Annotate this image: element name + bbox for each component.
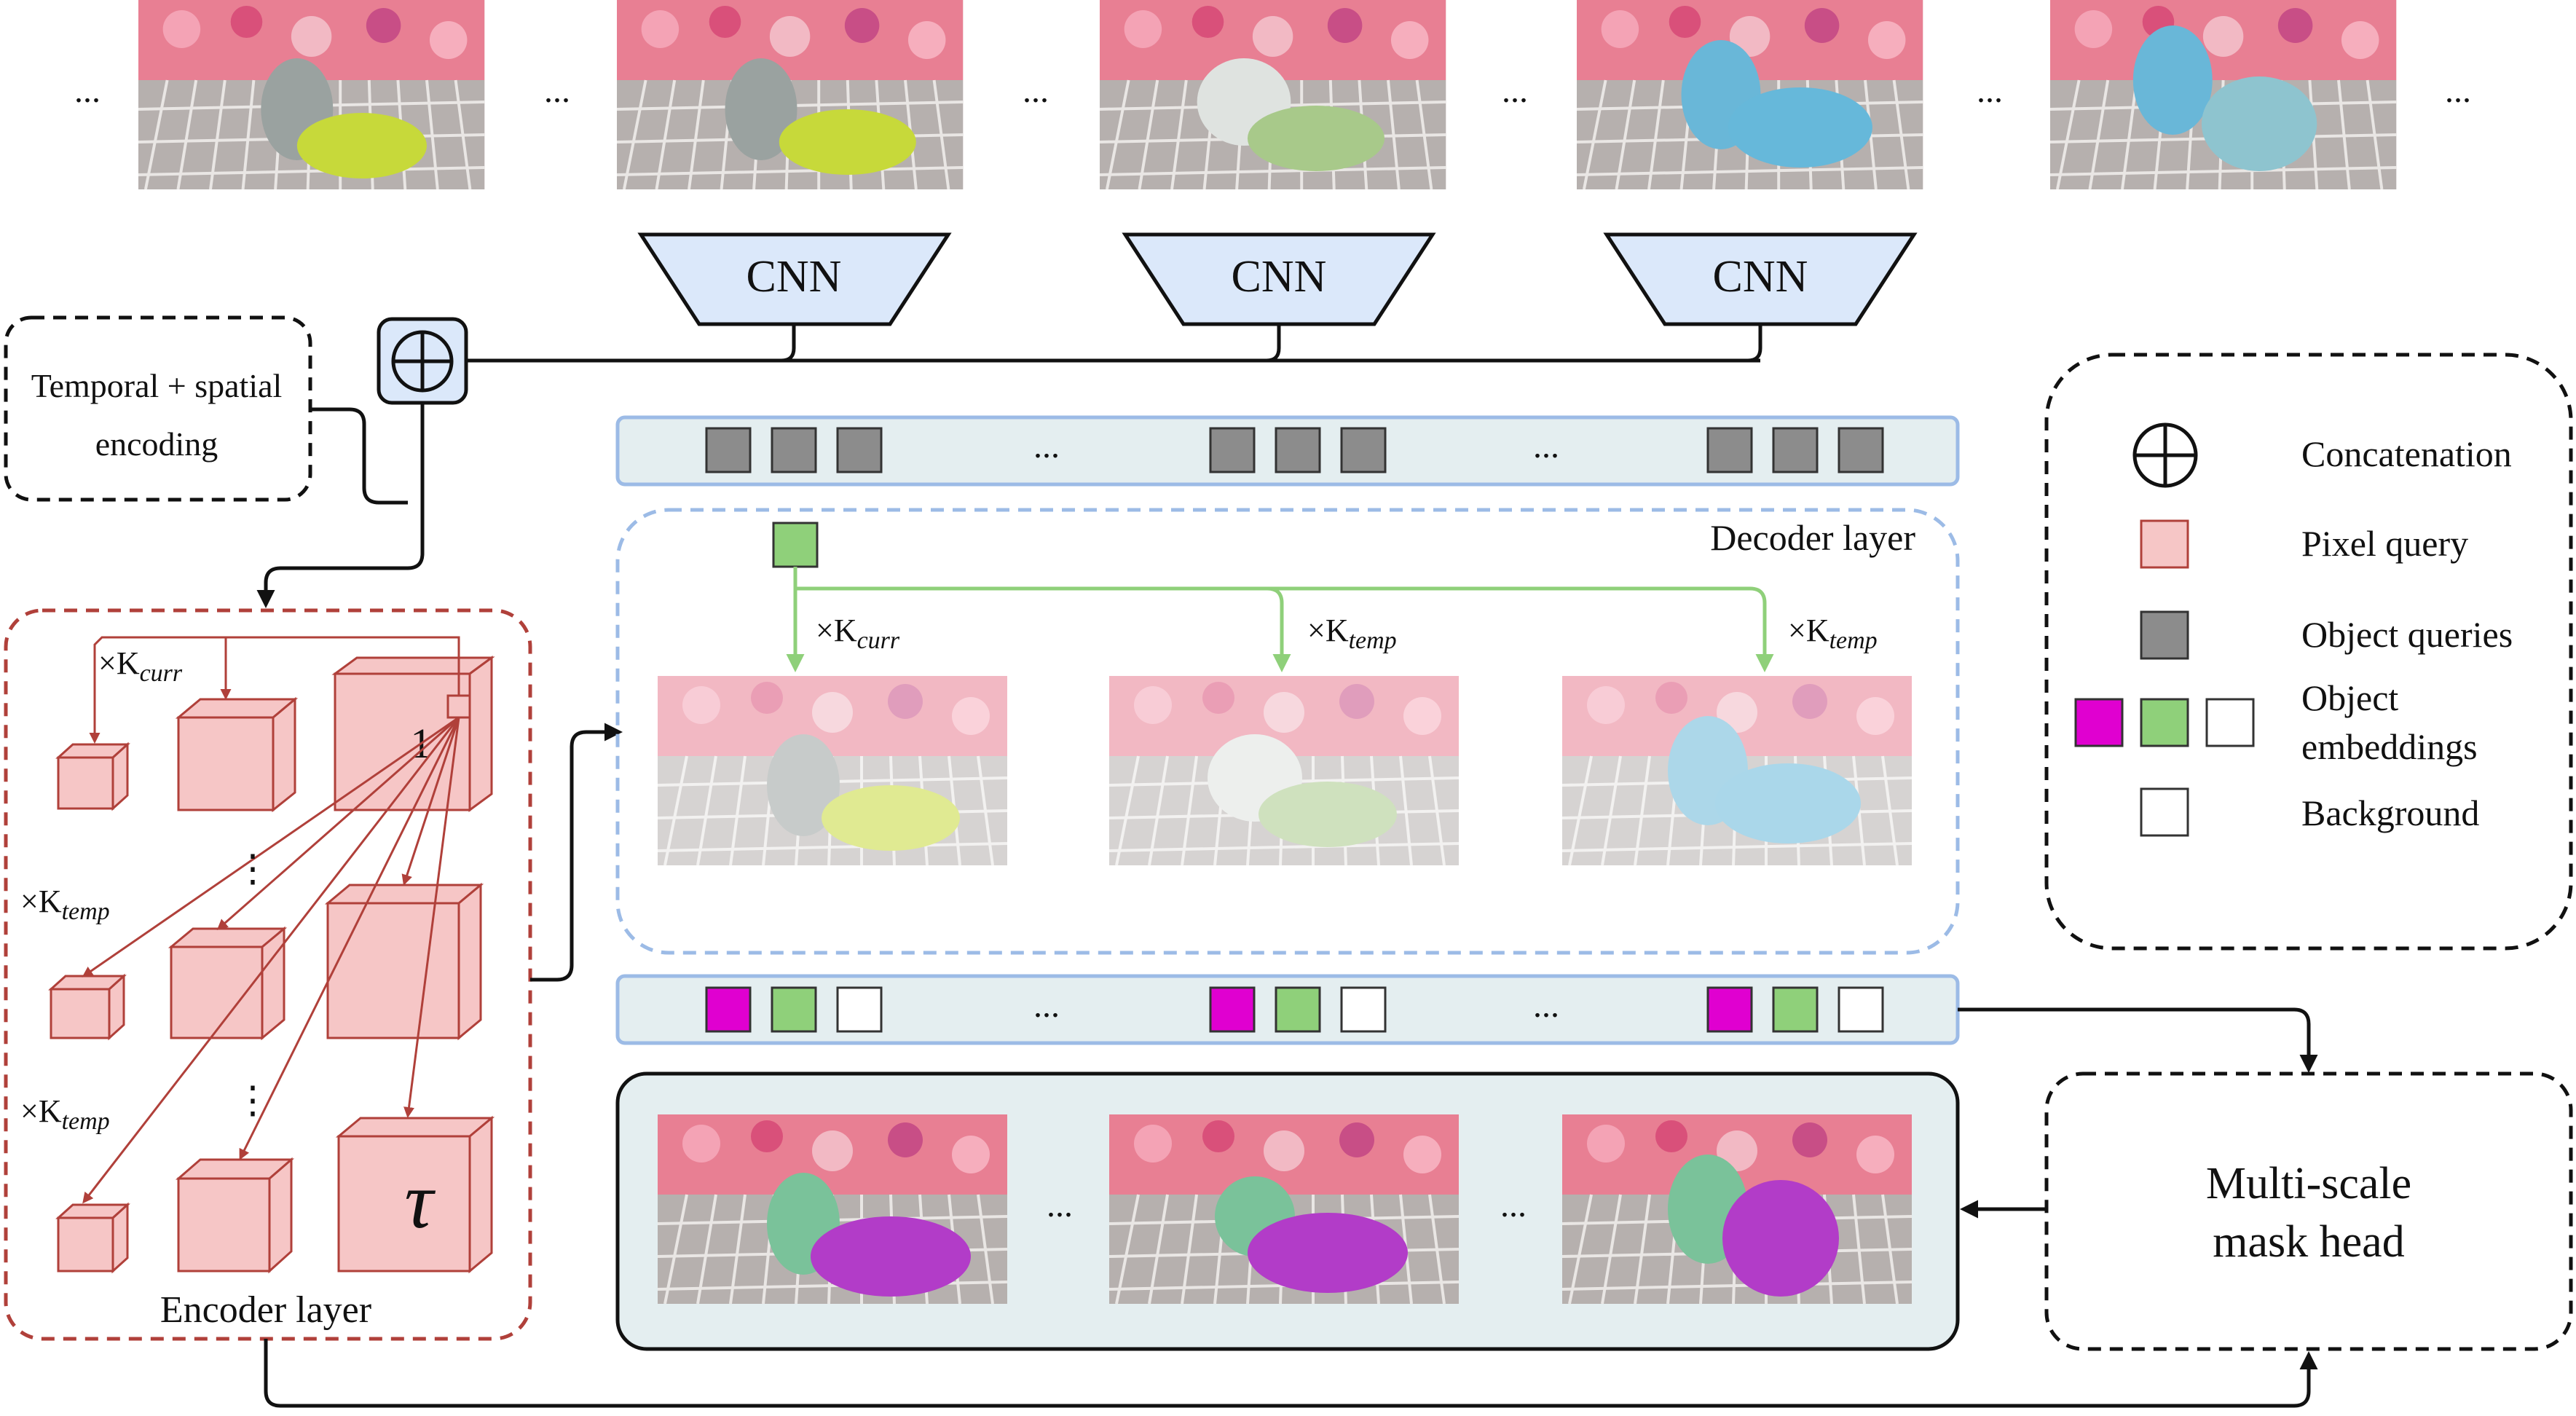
frame-ellipsis: ...	[544, 71, 570, 110]
mask-head-line2: mask head	[2213, 1217, 2404, 1267]
input-frame	[615, 0, 965, 191]
cnn-block: CNN	[637, 232, 952, 326]
legend-object-queries-swatch	[2140, 610, 2189, 660]
legend-embedding-green	[2140, 698, 2189, 747]
encoding-label-line2: encoding	[95, 425, 218, 463]
legend-pixel-query: Pixel query	[2301, 523, 2468, 564]
k-temp-label: ×Ktemp	[1788, 613, 1878, 654]
frame-ellipsis: ...	[2445, 71, 2471, 110]
row-ellipsis: ...	[1533, 986, 1559, 1025]
encoder-title: Encoder layer	[160, 1289, 371, 1331]
output-frame	[656, 1113, 1009, 1305]
legend: Concatenation Pixel query Object queries…	[2044, 353, 2573, 951]
svg-text:×Kcurr: ×Kcurr	[816, 613, 900, 654]
encoder-cube	[324, 882, 484, 1041]
object-embedding-row: ... ...	[615, 974, 1960, 1045]
encoder-cube	[175, 696, 299, 813]
cnn-label: CNN	[1232, 252, 1327, 302]
row-ellipsis: ...	[1533, 427, 1559, 465]
decoder-frame	[1561, 674, 1913, 867]
embeddings-to-mask-head-arrow	[1958, 1007, 2318, 1073]
frame-ellipsis: ...	[74, 71, 101, 110]
input-frame	[1575, 0, 1925, 191]
encoder-layer: 1	[4, 608, 532, 1341]
encoder-cube	[331, 656, 495, 812]
concat-node	[377, 317, 468, 405]
legend-embedding-white	[2205, 698, 2255, 747]
k-temp-label: ×Ktemp	[1307, 613, 1397, 654]
output-frame	[1561, 1113, 1913, 1305]
vertical-dots: ⋮	[234, 1080, 272, 1122]
cnn-label: CNN	[747, 252, 842, 302]
svg-text:×Ktemp: ×Ktemp	[1307, 613, 1397, 654]
mask-head: Multi-scale mask head	[2044, 1071, 2573, 1351]
input-frame	[1098, 0, 1448, 191]
output-ellipsis: ...	[1500, 1186, 1527, 1224]
encoder-cube	[48, 973, 127, 1041]
decoder-title: Decoder layer	[1710, 517, 1915, 558]
legend-object-queries: Object queries	[2301, 614, 2513, 655]
svg-text:×Ktemp: ×Ktemp	[20, 1093, 110, 1135]
decoder-frame	[656, 674, 1009, 867]
svg-text:×Kcurr: ×Kcurr	[98, 645, 183, 687]
encoder-to-decoder-arrow	[530, 723, 623, 982]
cnn-block: CNN	[1122, 232, 1436, 326]
k-curr-label: ×Kcurr	[816, 613, 900, 654]
cnn-block: CNN	[1603, 232, 1918, 326]
encoder-cube	[335, 1115, 495, 1274]
encoder-cube	[55, 1202, 130, 1274]
legend-concatenation: Concatenation	[2301, 433, 2512, 474]
encoding-label-line1: Temporal + spatial	[31, 367, 283, 404]
encoder-cube	[168, 926, 288, 1041]
vertical-dots: ⋮	[234, 849, 272, 890]
output-frame	[1108, 1113, 1460, 1305]
decoder-frame	[1108, 674, 1460, 867]
encoder-to-mask-head-arrow	[264, 1339, 2318, 1408]
object-query-green	[772, 522, 819, 568]
svg-text:×Ktemp: ×Ktemp	[20, 884, 110, 925]
input-frame	[2049, 0, 2398, 191]
k-temp-label: ×Ktemp	[20, 1093, 110, 1135]
concat-to-encoder-arrow	[256, 403, 425, 608]
object-query-row: ... ...	[615, 415, 1960, 487]
encoding-box: Temporal + spatial encoding	[4, 315, 408, 505]
legend-object-embeddings-1: Object	[2301, 677, 2398, 718]
legend-background-swatch	[2140, 787, 2189, 837]
k-curr-label: ×Kcurr	[98, 645, 183, 687]
output-frames: ... ...	[615, 1071, 1960, 1351]
encoder-cube	[55, 742, 130, 811]
frame-ellipsis: ...	[1977, 71, 2003, 110]
input-frames: ... ... ... ... ... ...	[74, 0, 2471, 191]
cnn-label: CNN	[1713, 252, 1808, 302]
frame-ellipsis: ...	[1023, 71, 1049, 110]
decoder-layer: Decoder layer ×Kcurr ×Ktemp ×Ktemp	[615, 508, 1960, 955]
tau-symbol: τ	[404, 1156, 436, 1245]
legend-background: Background	[2301, 792, 2479, 833]
k-temp-label: ×Ktemp	[20, 884, 110, 925]
cnn-blocks: CNN CNN CNN	[466, 232, 1918, 363]
pixel-query-square	[446, 694, 471, 719]
mask-head-line1: Multi-scale	[2206, 1159, 2411, 1208]
output-ellipsis: ...	[1047, 1186, 1073, 1224]
legend-pixel-query-swatch	[2140, 519, 2189, 569]
legend-embedding-magenta	[2074, 698, 2124, 747]
svg-text:×Ktemp: ×Ktemp	[1788, 613, 1878, 654]
encoder-cube	[175, 1157, 295, 1274]
legend-object-embeddings-2: embeddings	[2301, 726, 2478, 767]
input-frame	[137, 0, 487, 191]
row-ellipsis: ...	[1033, 427, 1060, 465]
frame-ellipsis: ...	[1502, 71, 1528, 110]
row-ellipsis: ...	[1033, 986, 1060, 1025]
